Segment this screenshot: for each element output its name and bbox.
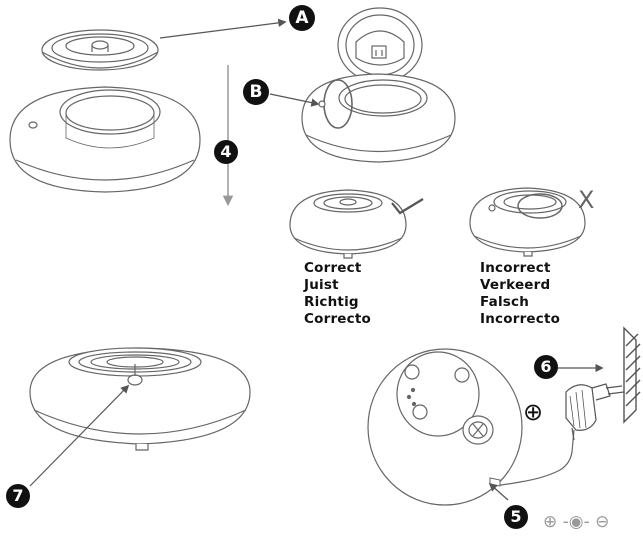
correct-label-en: Correct (304, 260, 362, 276)
correct-unit (289, 189, 407, 259)
step7-arrow (29, 384, 130, 487)
check-mark (391, 198, 424, 215)
b-arrow (269, 93, 320, 107)
badge-a: A (289, 5, 315, 31)
badge-step-4: 4 (214, 140, 238, 164)
correct-label-nl: Juist (304, 277, 339, 293)
incorrect-label-es: Incorrecto (480, 311, 561, 327)
correct-label-group: Correct Juist Richtig Correcto (304, 260, 371, 328)
correct-label-de: Richtig (304, 294, 359, 310)
base-unit-left (9, 86, 201, 193)
incorrect-label-group: Incorrect Verkeerd Falsch Incorrecto (480, 260, 560, 328)
badge-step-7: 7 (6, 484, 30, 508)
polarity-icon: ⊕ -◉- ⊖ (543, 512, 610, 532)
plus-circle-icon: ⊕ (523, 398, 544, 426)
correct-label-es: Correcto (304, 311, 371, 327)
lid-part (41, 29, 159, 71)
incorrect-unit (469, 187, 586, 257)
incorrect-label-de: Falsch (480, 294, 530, 310)
power-adapter (565, 383, 625, 441)
incorrect-label-en: Incorrect (480, 260, 551, 276)
incorrect-cross-icon: X (578, 186, 595, 214)
base-unit-b (301, 73, 456, 163)
underside-view (367, 348, 523, 506)
badge-b: B (243, 79, 269, 105)
lid-to-a-arrow (159, 18, 287, 39)
step5-arrow (488, 482, 509, 501)
badge-step-5: 5 (504, 505, 528, 529)
badge-step-6: 6 (534, 355, 558, 379)
closed-unit (29, 347, 251, 451)
lid-detail-right (337, 7, 423, 83)
power-cord (491, 429, 575, 487)
incorrect-label-nl: Verkeerd (480, 277, 551, 293)
wall-socket (623, 326, 641, 424)
